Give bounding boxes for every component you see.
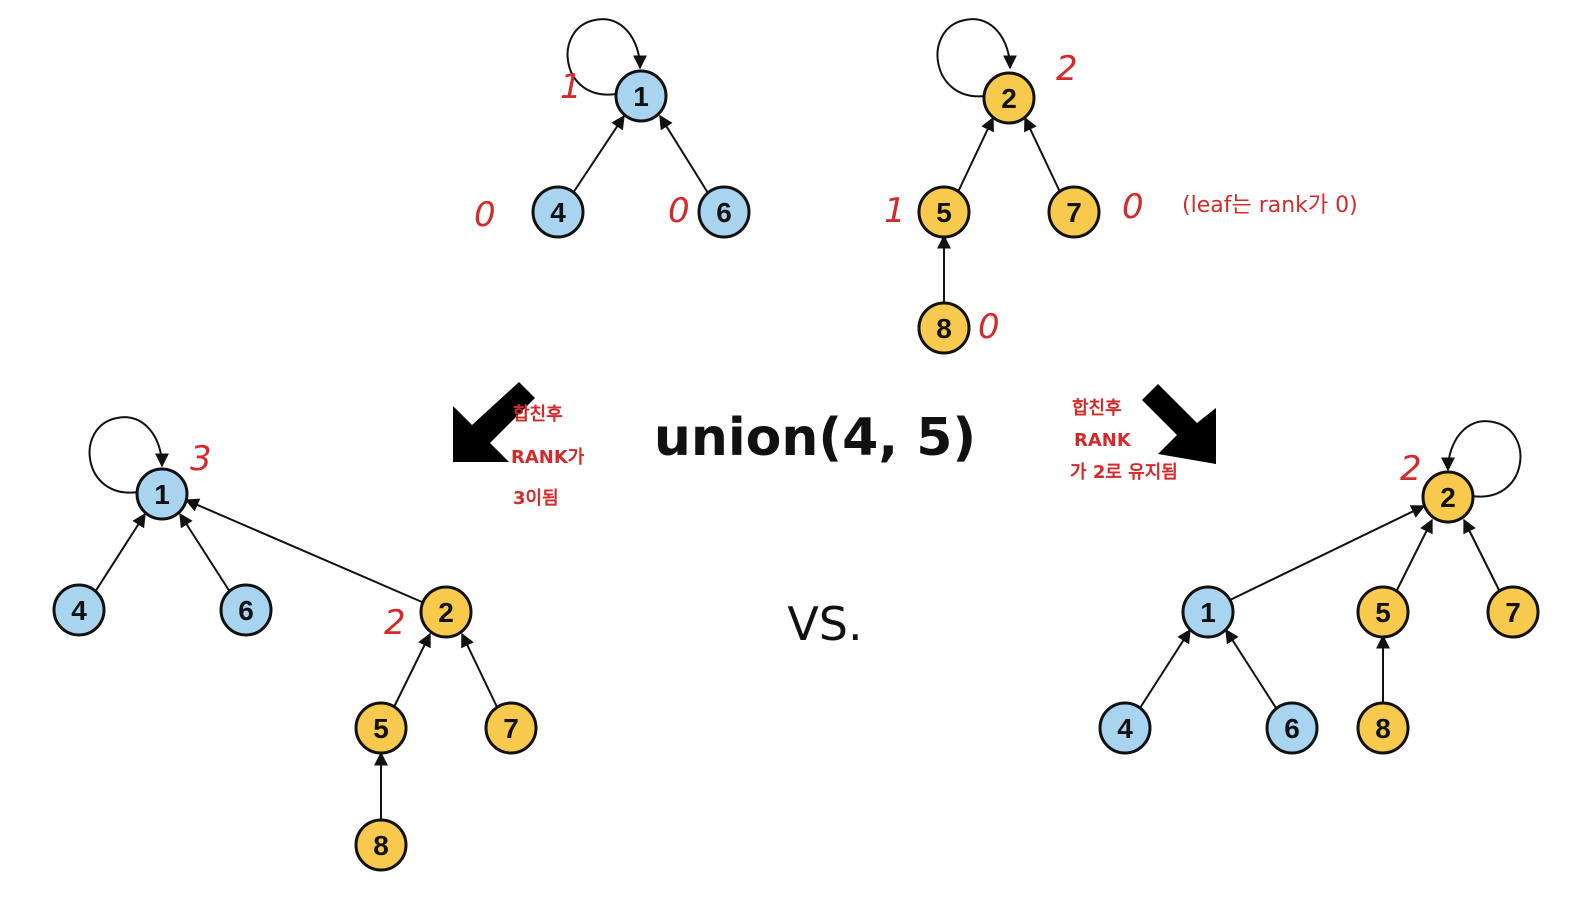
left-merge-note: 합친후 RANK가 3이됨 [511,403,585,509]
node-label: 4 [71,595,87,626]
node-label: 8 [1375,713,1391,744]
node-label: 7 [1505,597,1521,628]
node-label: 6 [1284,713,1300,744]
node: 4 [1098,701,1152,755]
node: 5 [917,185,971,239]
edge-5-to-2 [1395,518,1433,593]
rank-annotation: 3 [190,439,212,479]
note-line: RANK [1074,430,1132,451]
note-line: 3이됨 [513,488,559,509]
node-label: 2 [1001,83,1017,114]
edge-1-to-2 [1229,505,1426,601]
node-label: 6 [716,197,732,228]
left-arrow [453,382,535,462]
edge-7-to-2 [461,632,498,708]
edge-7-to-2 [1463,518,1501,593]
node: 8 [917,301,971,355]
node: 6 [697,185,751,239]
rank-annotation: 2 [1056,49,1078,89]
right-arrow [1142,384,1216,464]
node: 4 [52,583,106,637]
node-label: 1 [633,81,649,112]
node: 2 [982,71,1036,125]
edge-7-to-2 [1024,116,1061,193]
node-label: 5 [1375,597,1391,628]
node-label: 5 [936,197,952,228]
node-label: 7 [503,713,519,744]
operation-title: union(4, 5) [654,408,976,468]
rank-annotation: 0 [668,191,690,231]
edge-4-to-1 [572,114,625,194]
top-right-tree: 2 5 7 8 2 1 0 0 (leaf는 rank가 0) [884,18,1358,355]
top-left-tree: 1 4 6 1 0 0 [474,18,751,239]
node: 6 [219,583,273,637]
node-label: 2 [1440,482,1456,513]
self-loop-edge [566,18,647,96]
edge-6-to-1 [659,114,709,194]
note-line: 합친후 [1072,397,1122,419]
node: 7 [1486,585,1540,639]
node: 7 [1047,185,1101,239]
node: 1 [614,69,668,123]
node-label: 8 [936,313,952,344]
node-label: 4 [550,197,566,228]
edge-2-to-1 [184,498,423,603]
node-label: 1 [154,479,170,510]
rank-annotation: 0 [474,195,496,235]
edge-5-to-2 [957,116,994,193]
node: 8 [354,818,408,872]
left-result-tree: 1 4 6 2 5 7 8 3 2 [52,416,538,872]
edge-5-to-2 [393,632,431,708]
rank-annotation: 1 [560,67,582,107]
node: 7 [484,701,538,755]
node: 5 [1356,585,1410,639]
self-loop-edge [1441,420,1522,498]
edge-4-to-1 [94,512,146,593]
edge-6-to-1 [179,512,231,593]
node-label: 2 [438,597,454,628]
edge-4-to-1 [1139,628,1191,709]
node: 5 [354,701,408,755]
vs-label: VS. [787,597,862,651]
leaf-rank-note: (leaf는 rank가 0) [1182,193,1358,218]
node-label: 4 [1117,713,1133,744]
node: 4 [531,185,585,239]
rank-annotation: 2 [1400,449,1422,489]
note-line: 합친후 [513,403,563,425]
node-label: 7 [1066,197,1082,228]
node: 2 [1421,470,1475,524]
rank-annotation: 1 [884,191,906,231]
node: 1 [135,467,189,521]
node-label: 5 [373,713,389,744]
node-label: 1 [1200,597,1216,628]
note-line: RANK가 [511,447,585,468]
rank-annotation: 2 [384,603,406,643]
node: 8 [1356,701,1410,755]
right-result-tree: 2 1 5 7 4 6 8 2 [1098,420,1540,755]
node-label: 6 [238,595,254,626]
right-merge-note: 합친후 RANK 가 2로 유지됨 [1070,397,1178,483]
rank-annotation: 0 [978,307,1000,347]
node: 6 [1265,701,1319,755]
node-label: 8 [373,830,389,861]
self-loop-edge [88,416,169,494]
node: 2 [419,585,473,639]
rank-annotation: 0 [1122,187,1144,227]
note-line: 가 2로 유지됨 [1070,462,1178,483]
edge-6-to-1 [1225,628,1277,709]
self-loop-edge [936,18,1017,98]
node: 1 [1181,585,1235,639]
